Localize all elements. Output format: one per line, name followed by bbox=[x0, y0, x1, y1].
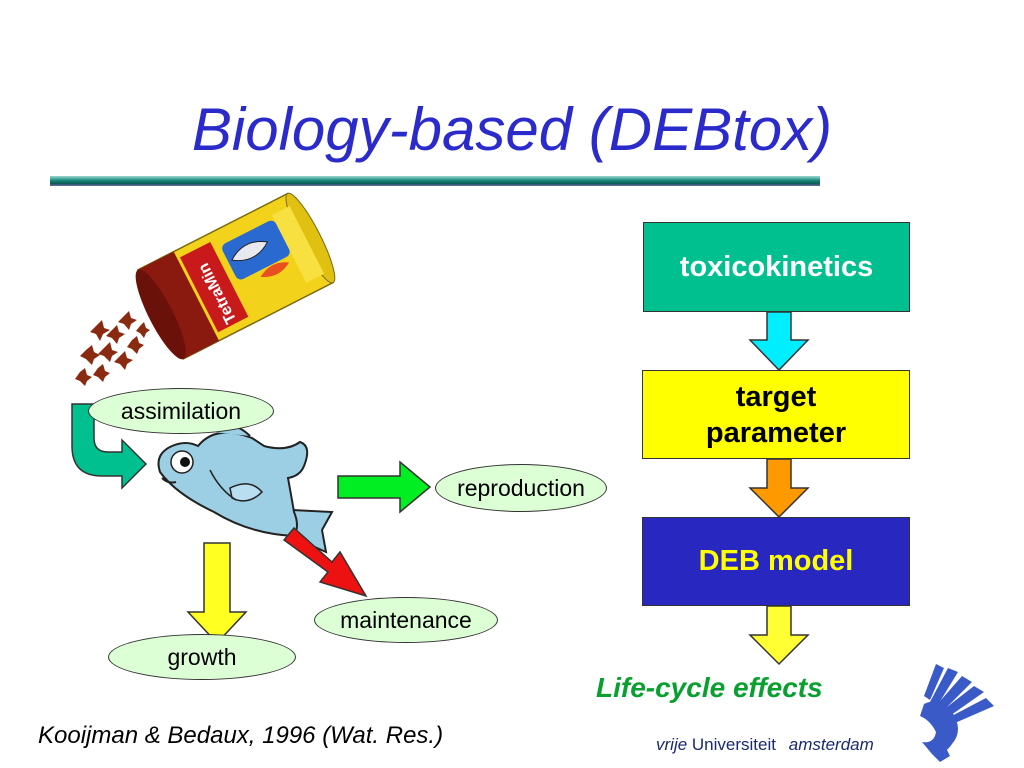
arrow-assimilation-to-fish bbox=[71, 403, 148, 490]
arrow-fish-to-reproduction bbox=[337, 460, 432, 514]
citation: Kooijman & Bedaux, 1996 (Wat. Res.) bbox=[38, 722, 444, 749]
logo-word-vrije: vrije bbox=[656, 735, 688, 754]
arrow-fish-to-growth bbox=[186, 542, 248, 645]
maintenance-node: maintenance bbox=[314, 597, 498, 643]
life-cycle-effects-label: Life-cycle effects bbox=[596, 672, 823, 703]
maintenance-label: maintenance bbox=[340, 606, 472, 633]
target-parameter-label-line1: target bbox=[735, 380, 817, 413]
arrow-deb-to-outcome bbox=[748, 605, 810, 666]
assimilation-node: assimilation bbox=[88, 388, 274, 434]
target-parameter-label-line2: parameter bbox=[705, 416, 847, 449]
arrow-target-to-deb bbox=[748, 458, 810, 519]
assimilation-label: assimilation bbox=[120, 397, 242, 424]
fish-food-can-icon: TetraMin bbox=[135, 192, 336, 360]
deb-model-box: DEB model bbox=[642, 517, 910, 606]
reproduction-node: reproduction bbox=[435, 464, 607, 512]
target-parameter-box: target parameter bbox=[642, 370, 910, 459]
page-title: Biology-based (DEBtox) bbox=[191, 96, 833, 163]
deb-model-label: DEB model bbox=[698, 545, 854, 577]
vu-griffin-icon bbox=[920, 664, 994, 762]
vu-logo-text: vrije Universiteit amsterdam bbox=[656, 735, 874, 755]
growth-label: growth bbox=[167, 643, 237, 670]
toxicokinetics-label: toxicokinetics bbox=[679, 250, 874, 283]
logo-word-amsterdam: amsterdam bbox=[788, 735, 874, 754]
logo-word-universiteit: Universiteit bbox=[691, 735, 776, 754]
fish-icon bbox=[157, 425, 334, 554]
title-divider bbox=[50, 176, 820, 186]
arrow-fish-to-maintenance bbox=[282, 526, 368, 598]
toxicokinetics-box: toxicokinetics bbox=[643, 222, 910, 312]
growth-node: growth bbox=[108, 634, 296, 680]
arrow-toxicokinetics-to-target bbox=[748, 311, 810, 372]
food-flakes-icon bbox=[75, 311, 150, 386]
reproduction-label: reproduction bbox=[457, 474, 585, 501]
